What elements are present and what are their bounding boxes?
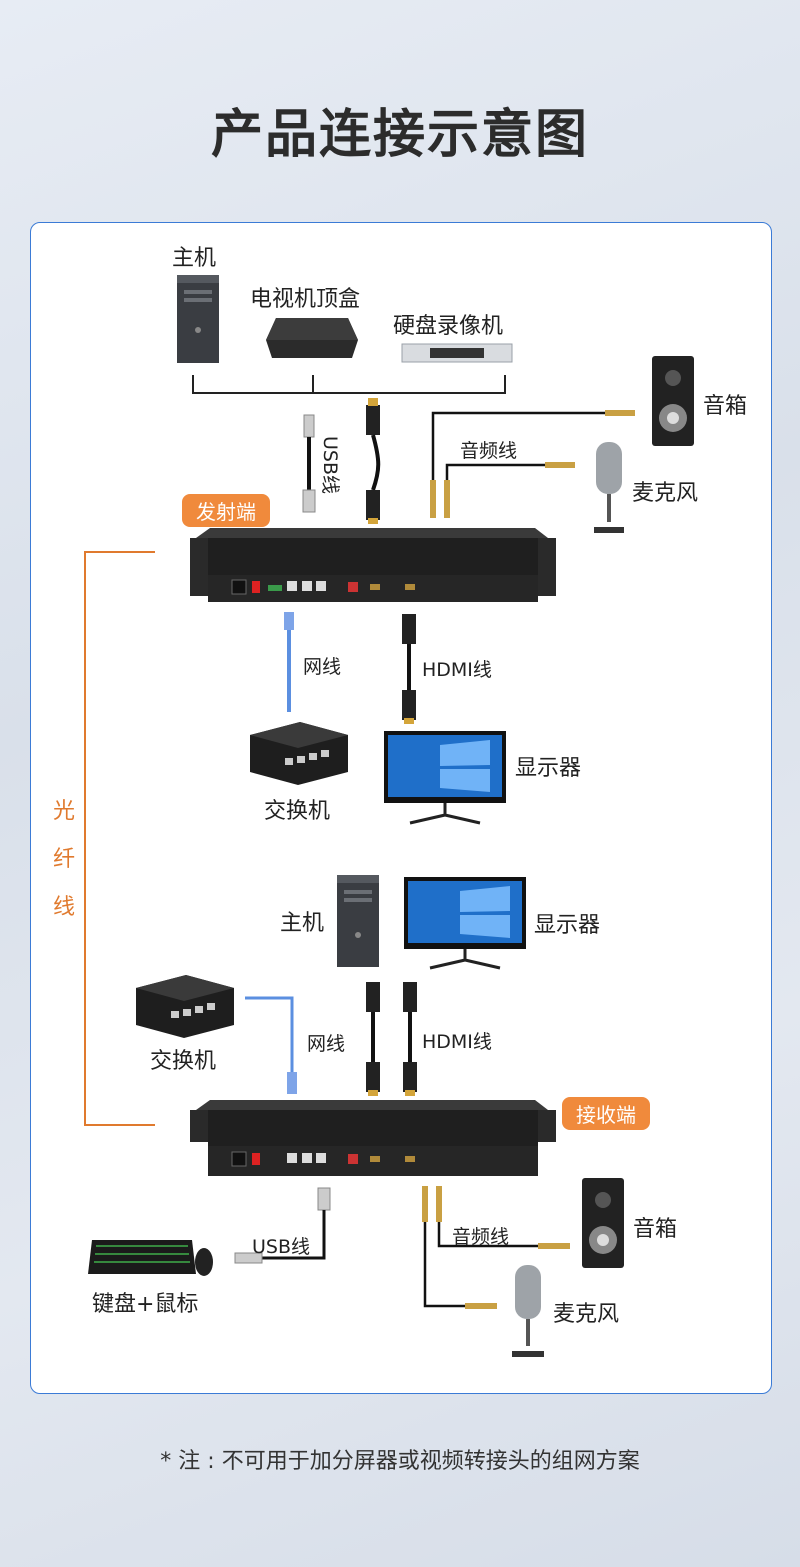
fiber-cable-label: 光 纤 线	[52, 788, 76, 932]
speaker-top-icon	[652, 356, 694, 446]
receiver-tag: 接收端	[562, 1097, 650, 1130]
switch-bottom-icon	[136, 975, 234, 1038]
label-host-bottom: 主机	[280, 911, 325, 936]
label-monitor-top: 显示器	[515, 756, 582, 781]
hdmi-cable-bottom-2	[403, 982, 417, 1096]
audio-cable-bottom	[422, 1186, 570, 1309]
nvr-recorder-icon	[401, 343, 513, 363]
label-microphone-bottom: 麦克风	[553, 1302, 620, 1327]
keyboard-mouse-icon	[88, 1240, 213, 1276]
label-audio-cable-top: 音频线	[460, 440, 518, 462]
audio-cable-top	[430, 410, 635, 518]
host-tower-bottom-icon	[337, 875, 379, 967]
transmitter-tag: 发射端	[182, 494, 270, 527]
label-hdmi-cable-top: HDMI线	[422, 659, 492, 681]
monitor-top-icon	[384, 731, 506, 825]
label-nvr: 硬盘录像机	[393, 314, 504, 339]
fiber-label-char-1: 光	[52, 799, 75, 824]
transmitter-device	[190, 528, 556, 602]
fiber-line	[84, 551, 155, 1126]
switch-top-icon	[250, 722, 348, 785]
hdmi-cable-bottom-1	[366, 982, 380, 1096]
label-microphone-top: 麦克风	[632, 481, 699, 506]
hdmi-cable-top	[366, 398, 381, 524]
label-switch-bottom: 交换机	[150, 1049, 217, 1074]
microphone-bottom-icon	[512, 1265, 544, 1357]
network-cable-top	[284, 612, 294, 712]
label-speaker-top: 音箱	[703, 394, 748, 419]
label-hdmi-cable-bottom: HDMI线	[422, 1031, 492, 1053]
set-top-box-icon	[266, 318, 358, 358]
label-monitor-bottom: 显示器	[534, 913, 601, 938]
network-cable-bottom	[245, 996, 297, 1094]
label-keyboard-mouse: 键盘+鼠标	[92, 1292, 199, 1317]
host-tower-icon	[177, 275, 219, 363]
label-host-top: 主机	[172, 246, 217, 271]
microphone-top-icon	[594, 442, 624, 533]
label-switch-top: 交换机	[264, 799, 331, 824]
label-usb-cable-top: USB线	[319, 436, 341, 495]
label-set-top-box: 电视机顶盒	[250, 287, 361, 312]
monitor-bottom-icon	[404, 877, 526, 970]
receiver-device	[190, 1100, 556, 1176]
usb-cable-top	[302, 414, 316, 513]
footnote: * 注 : 不可用于加分屏器或视频转接头的组网方案	[160, 1449, 640, 1474]
diagram-panel	[30, 222, 772, 1394]
label-audio-cable-bottom: 音频线	[452, 1226, 510, 1248]
speaker-bottom-icon	[582, 1178, 624, 1268]
fiber-label-char-2: 纤	[52, 847, 75, 872]
label-speaker-bottom: 音箱	[633, 1217, 678, 1242]
hdmi-cable-mid	[402, 614, 416, 724]
usb-cable-bottom	[234, 1187, 331, 1264]
fiber-label-char-3: 线	[52, 895, 75, 920]
page-title: 产品连接示意图	[210, 105, 589, 165]
label-usb-cable-bottom: USB线	[252, 1236, 311, 1258]
label-network-cable-top: 网线	[303, 656, 342, 678]
label-network-cable-bottom: 网线	[307, 1033, 346, 1055]
